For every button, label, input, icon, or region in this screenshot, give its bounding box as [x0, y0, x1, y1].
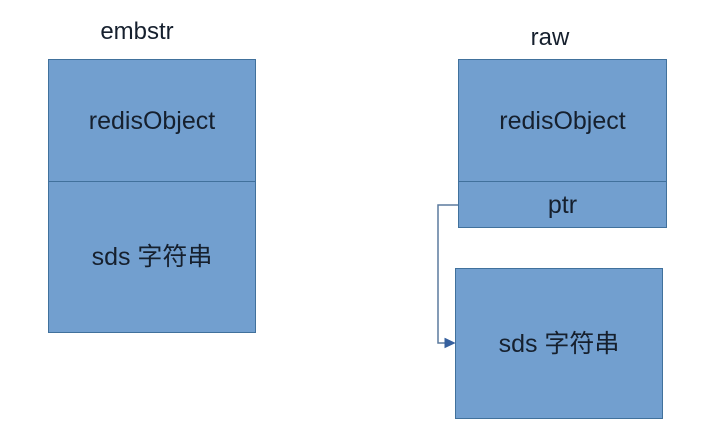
raw-redisobject-cell: redisObject [459, 60, 666, 182]
embstr-object-box: redisObject sds 字符串 [48, 59, 256, 333]
embstr-redisobject-cell: redisObject [49, 60, 255, 182]
ptr-connector-arrow [437, 204, 458, 349]
raw-title: raw [530, 24, 570, 51]
raw-sds-cell: sds 字符串 [498, 329, 620, 358]
raw-ptr-cell: ptr [547, 190, 578, 219]
raw-object-box: redisObject ptr [458, 59, 667, 228]
raw-sds-box: sds 字符串 [455, 268, 663, 419]
connector-line [437, 204, 458, 344]
arrowhead-icon [444, 337, 456, 349]
embstr-title: embstr [100, 18, 174, 45]
embstr-sds-cell: sds 字符串 [91, 243, 213, 271]
